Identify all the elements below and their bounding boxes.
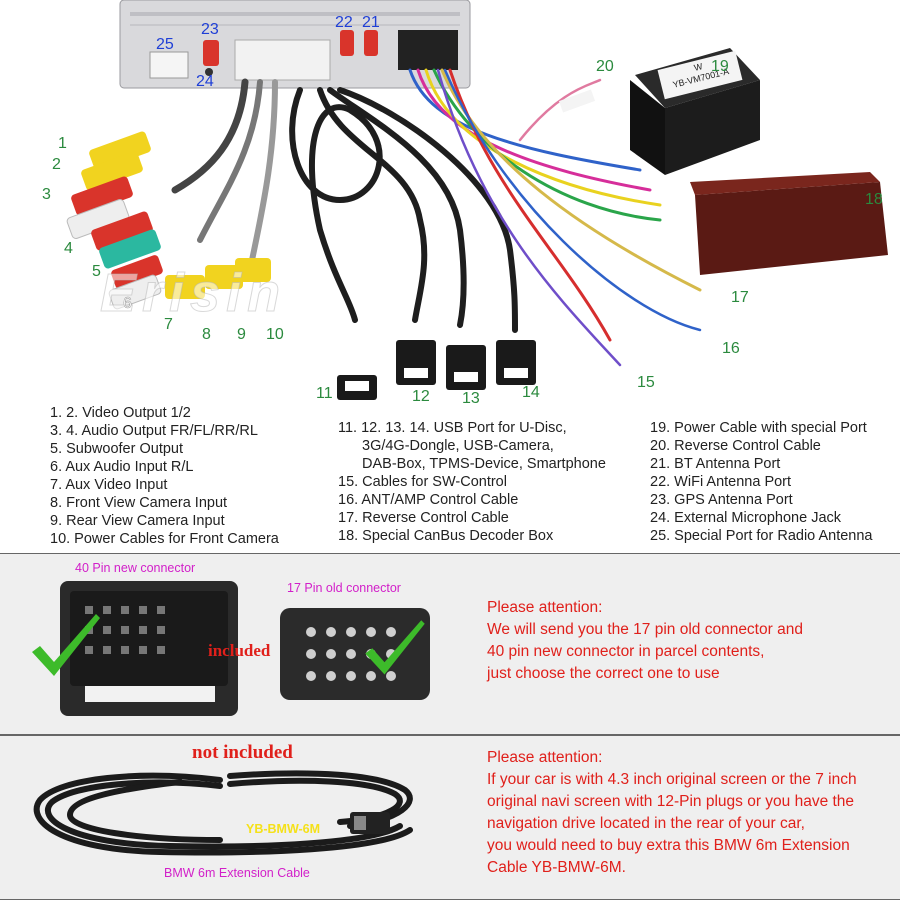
callout-4: 4 — [64, 240, 73, 257]
40-pin-connector-image — [60, 581, 238, 716]
legend-item: 9. Rear View Camera Input — [50, 513, 225, 529]
legend-item: 10. Power Cables for Front Camera — [50, 531, 279, 547]
checkmark-icon — [365, 620, 425, 675]
legend-item: 22. WiFi Antenna Port — [650, 474, 792, 490]
callout-15: 15 — [637, 374, 655, 391]
legend-item: DAB-Box, TPMS-Device, Smartphone — [362, 456, 606, 472]
legend-item: 17. Reverse Control Cable — [338, 510, 509, 526]
legend-item: 8. Front View Camera Input — [50, 495, 228, 511]
callout-24: 24 — [196, 73, 214, 90]
legend-item: 1. 2. Video Output 1/2 — [50, 405, 191, 421]
legend-item: 25. Special Port for Radio Antenna — [650, 528, 873, 544]
callout-22: 22 — [335, 14, 353, 31]
cable-tag-label: YB-BMW-6M — [246, 822, 321, 836]
callout-25: 25 — [156, 36, 174, 53]
legend-item: 3. 4. Audio Output FR/FL/RR/RL — [50, 423, 258, 439]
panel2-attention-text: Please attention: If your car is with 4.… — [487, 747, 857, 879]
attention-line: navigation drive located in the rear of … — [487, 815, 805, 832]
callout-20: 20 — [596, 58, 614, 75]
callout-14: 14 — [522, 384, 540, 401]
power-connector-box — [630, 48, 760, 175]
callout-16: 16 — [722, 340, 740, 357]
attention-line: Cable YB-BMW-6M. — [487, 859, 626, 876]
decoder-w-label: W — [692, 61, 704, 73]
usb-port-14 — [496, 340, 536, 385]
legend-column-1: 1. 2. Video Output 1/2 3. 4. Audio Outpu… — [50, 404, 279, 548]
legend-column-2: 11. 12. 13. 14. USB Port for U-Disc, 3G/… — [338, 419, 606, 545]
power-port — [398, 30, 458, 70]
legend-item: 23. GPS Antenna Port — [650, 492, 793, 508]
rca-plug-group — [66, 131, 271, 310]
callout-18: 18 — [865, 191, 883, 208]
callout-12: 12 — [412, 388, 430, 405]
usb-port-13 — [446, 345, 486, 390]
callout-1: 1 — [58, 135, 67, 152]
attention-line: Please attention: — [487, 599, 603, 616]
callout-11: 11 — [316, 385, 333, 402]
cable-caption: BMW 6m Extension Cable — [164, 866, 310, 880]
callout-17: 17 — [731, 289, 749, 306]
legend-item: 19. Power Cable with special Port — [650, 420, 867, 436]
bt-antenna-port — [364, 30, 378, 56]
legend-item: 15. Cables for SW-Control — [338, 474, 507, 490]
legend-item: 6. Aux Audio Input R/L — [50, 459, 194, 475]
attention-line: Please attention: — [487, 749, 603, 766]
callout-10: 10 — [266, 326, 284, 343]
radio-antenna-port — [149, 51, 189, 79]
extension-cable-image — [33, 770, 413, 856]
attention-line: We will send you the 17 pin old connecto… — [487, 621, 803, 638]
attention-line: 40 pin new connector in parcel contents, — [487, 643, 765, 660]
legend-item: 16. ANT/AMP Control Cable — [338, 492, 519, 508]
callout-3: 3 — [42, 186, 51, 203]
attention-line: original navi screen with 12-Pin plugs o… — [487, 793, 855, 810]
callout-6: 6 — [123, 295, 132, 313]
legend-item: 3G/4G-Dongle, USB-Camera, — [362, 438, 554, 454]
gps-antenna-port — [203, 40, 219, 66]
old-connector-label: 17 Pin old connector — [287, 581, 401, 595]
callout-7: 7 — [164, 316, 173, 333]
attention-line: If your car is with 4.3 inch original sc… — [487, 771, 857, 788]
legend-column-3: 19. Power Cable with special Port 20. Re… — [650, 419, 872, 545]
callout-23: 23 — [201, 21, 219, 38]
checkmark-icon — [32, 614, 100, 676]
panel1-attention-text: Please attention: We will send you the 1… — [487, 597, 803, 685]
callout-19: 19 — [711, 58, 729, 75]
legend-item: 24. External Microphone Jack — [650, 510, 842, 526]
wifi-antenna-port — [340, 30, 354, 56]
callout-8: 8 — [202, 326, 211, 343]
callout-21: 21 — [362, 14, 380, 31]
extension-cable-panel — [0, 735, 900, 900]
new-connector-label: 40 Pin new connector — [75, 561, 196, 575]
callout-9: 9 — [237, 326, 246, 343]
callout-2: 2 — [52, 156, 61, 173]
erisin-watermark: Erisin — [99, 263, 287, 324]
not-included-label: not included — [192, 742, 293, 763]
canbus-decoder-box — [690, 172, 888, 275]
legend-item: 5. Subwoofer Output — [50, 441, 183, 457]
callout-5: 5 — [92, 263, 101, 280]
17-pin-connector-image — [280, 608, 430, 700]
microphone-jack — [205, 68, 213, 76]
legend-item: 20. Reverse Control Cable — [650, 438, 821, 454]
included-label: included — [208, 641, 271, 660]
attention-line: you would need to buy extra this BMW 6m … — [487, 837, 850, 854]
attention-line: just choose the correct one to use — [487, 665, 720, 682]
legend-item: 18. Special CanBus Decoder Box — [338, 528, 554, 544]
legend-item: 11. 12. 13. 14. USB Port for U-Disc, — [338, 420, 567, 436]
usb-port-12 — [396, 340, 436, 385]
wiring-illustration — [66, 0, 888, 400]
legend-item: 7. Aux Video Input — [50, 477, 168, 493]
callout-13: 13 — [462, 390, 480, 407]
legend-item: 21. BT Antenna Port — [650, 456, 781, 472]
